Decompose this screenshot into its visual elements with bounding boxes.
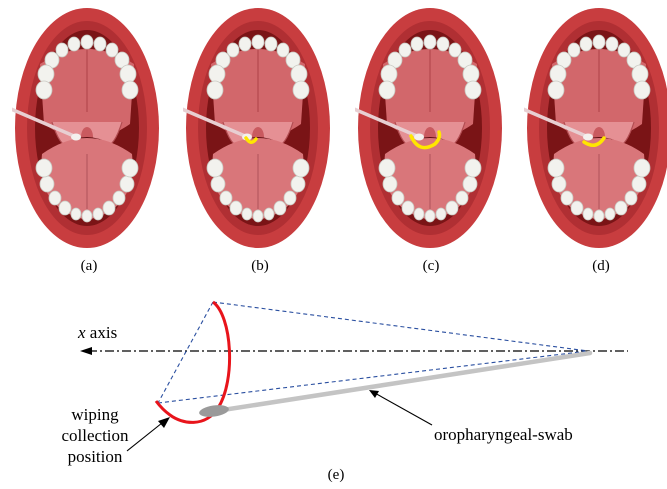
x-axis-label: x axis	[78, 322, 117, 343]
swab-label-arrow-line	[373, 392, 432, 425]
wiping-label-line-3: position	[40, 446, 150, 467]
cone-left-dashed-line	[158, 302, 213, 403]
cone-top-dashed-line	[213, 302, 588, 351]
wiping-label-arrowhead	[158, 417, 170, 428]
x-axis-label-text: axis	[86, 323, 118, 342]
swab-shaft	[210, 353, 590, 412]
caption-e: (e)	[316, 467, 356, 484]
x-axis-label-variable: x	[78, 323, 86, 342]
wiping-label-line-2: collection	[40, 425, 150, 446]
wiping-collection-position-label: wiping collection position	[40, 404, 150, 467]
wiping-label-line-1: wiping	[40, 404, 150, 425]
swab-tip	[198, 403, 229, 418]
oropharyngeal-swab-label: oropharyngeal-swab	[434, 424, 573, 445]
wiping-arc	[156, 302, 230, 422]
x-axis-arrowhead	[80, 347, 92, 355]
